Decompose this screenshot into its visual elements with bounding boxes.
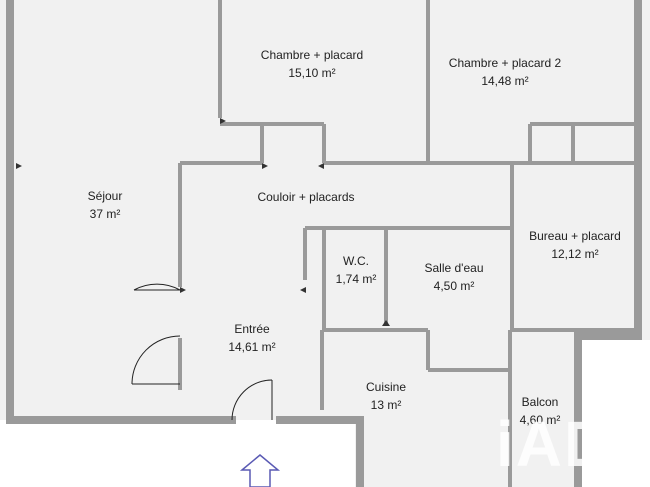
room-label-balcon: Balcon 4,60 m²: [512, 393, 568, 429]
room-area: 13 m²: [370, 398, 402, 412]
room-name: Cuisine: [365, 380, 407, 394]
room-area: 1,74 m²: [335, 272, 377, 286]
room-area: 14,61 m²: [228, 340, 276, 354]
room-label-cuisine: Cuisine 13 m²: [356, 378, 416, 414]
room-label-salle-deau: Salle d'eau 4,50 m²: [416, 259, 492, 295]
room-name: Séjour: [87, 189, 123, 203]
opening-markers: [16, 118, 390, 326]
room-name: W.C.: [343, 254, 369, 268]
room-name: Chambre + placard 2: [448, 56, 562, 70]
room-name: Salle d'eau: [424, 261, 484, 275]
interior-walls: [178, 0, 634, 487]
room-name: Chambre + placard: [260, 48, 364, 62]
exterior-walls: [6, 0, 642, 487]
doors: [131, 283, 273, 421]
room-label-entree: Entrée 14,61 m²: [220, 320, 284, 356]
room-name: Balcon: [521, 395, 559, 409]
room-label-bureau: Bureau + placard 12,12 m²: [520, 227, 630, 263]
entrance-arrow-icon: [239, 454, 281, 487]
room-label-sejour: Séjour 37 m²: [70, 187, 140, 223]
room-area: 37 m²: [89, 207, 121, 221]
room-label-wc: W.C. 1,74 m²: [328, 252, 384, 288]
room-label-chambre2: Chambre + placard 2 14,48 m²: [440, 54, 570, 90]
watermark-logo: iAD: [496, 408, 613, 480]
room-area: 4,50 m²: [433, 279, 475, 293]
room-area: 12,12 m²: [551, 247, 599, 261]
room-area: 14,48 m²: [481, 74, 529, 88]
room-name: Entrée: [234, 322, 270, 336]
room-name: Couloir + placards: [257, 190, 355, 204]
room-label-couloir: Couloir + placards: [250, 188, 362, 206]
room-name: Bureau + placard: [529, 229, 621, 243]
room-area: 15,10 m²: [288, 66, 336, 80]
room-label-chambre1: Chambre + placard 15,10 m²: [250, 46, 374, 82]
room-area: 4,60 m²: [519, 413, 561, 427]
